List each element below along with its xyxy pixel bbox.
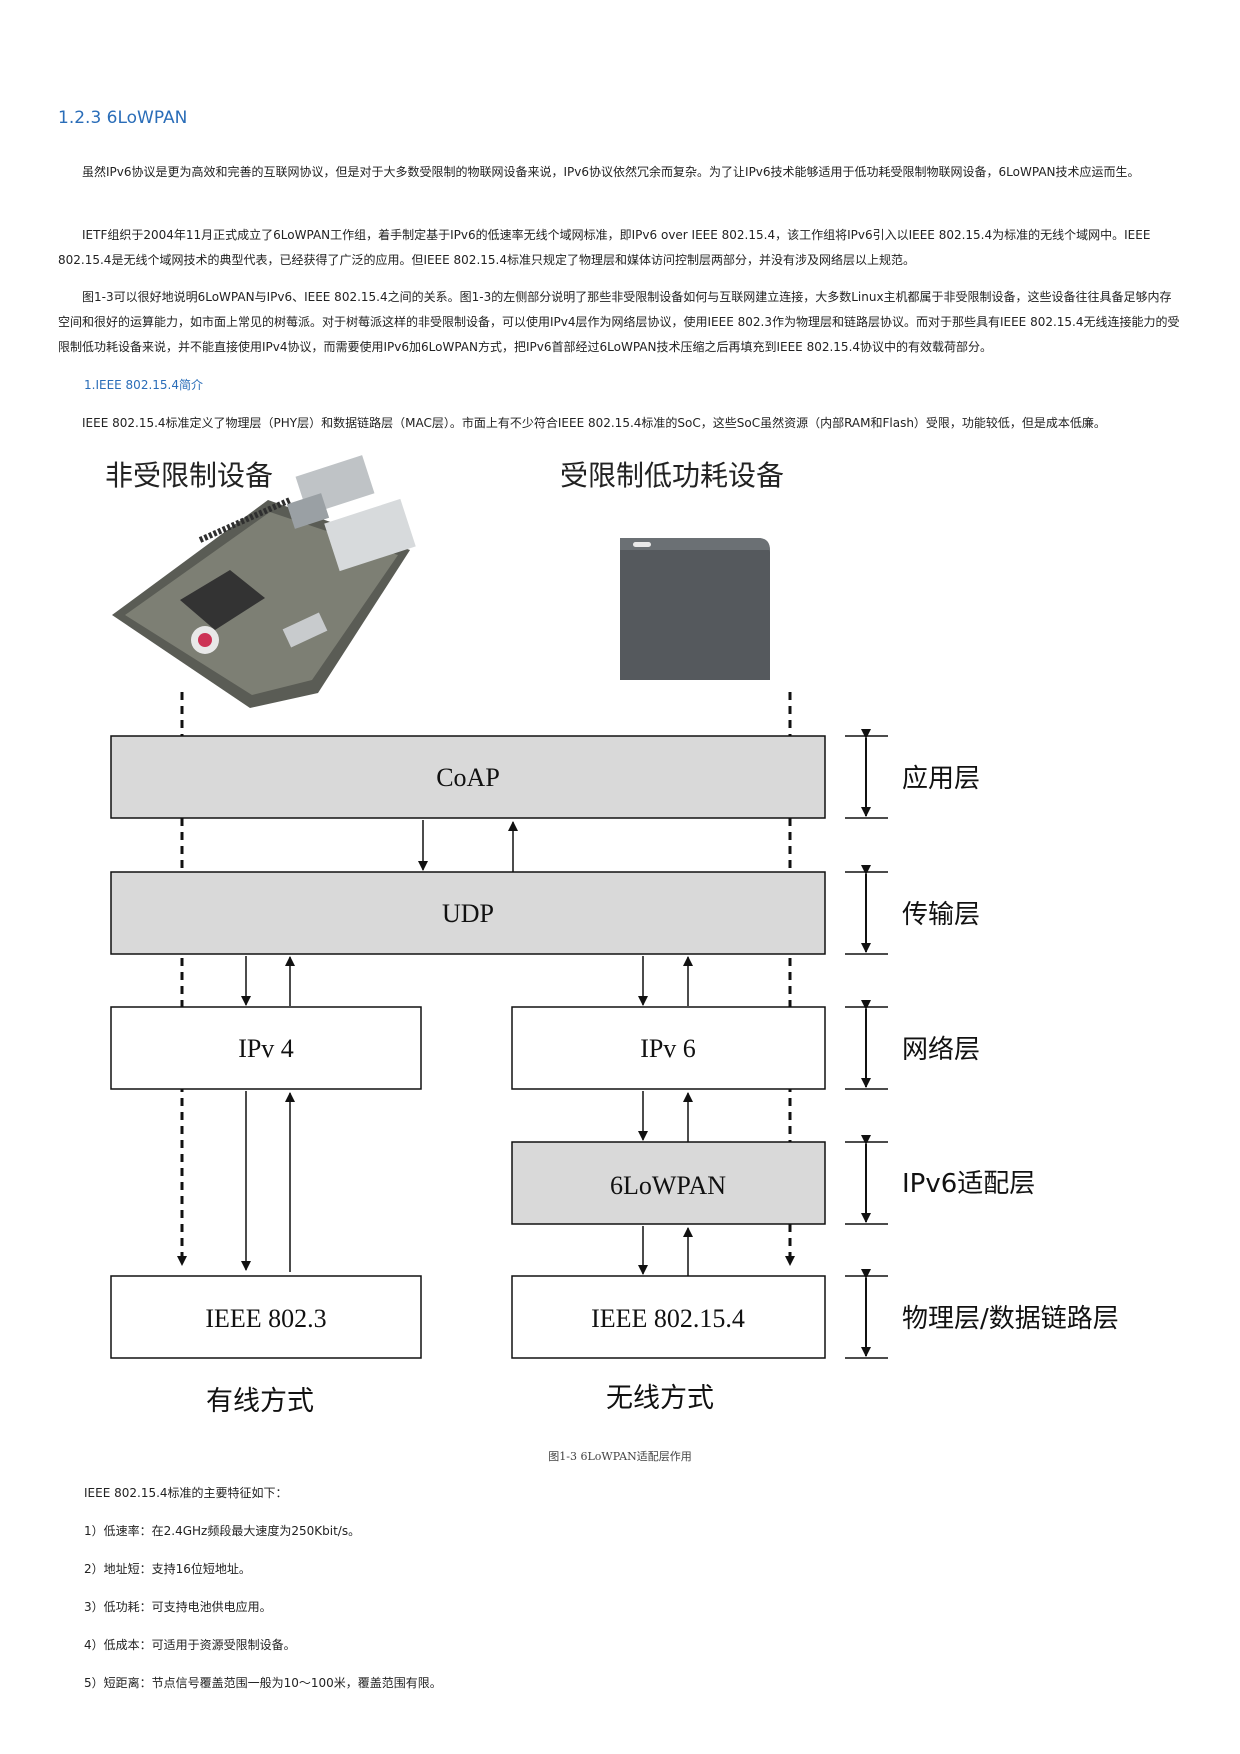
- wireless-label: 无线方式: [606, 1383, 714, 1414]
- ipv6-box: [511, 1006, 826, 1090]
- section-heading: 1.2.3 6LoWPAN: [58, 108, 188, 128]
- paragraph-1: 虽然IPv6协议是更为高效和完善的互联网协议，但是对于大多数受限制的物联网设备来…: [58, 160, 1180, 185]
- ieee8023-label: IEEE 802.3: [205, 1304, 326, 1333]
- intro-paragraph: IEEE 802.15.4标准定义了物理层（PHY层）和数据链路层（MAC层）。…: [58, 411, 1180, 436]
- feature-item: 1）低速率：在2.4GHz频段最大速度为250Kbit/s。: [84, 1524, 361, 1538]
- subsection-heading: 1.IEEE 802.15.4简介: [84, 378, 203, 392]
- sensor-tag-image: [620, 538, 770, 680]
- protocol-stack-diagram: 非受限制设备 受限制低功耗设备 CoAP UDP IPv 4 IPv 6: [105, 455, 1119, 1417]
- ipv6-label: IPv 6: [640, 1034, 696, 1063]
- layer-label-adaptation: IPv6适配层: [902, 1169, 1035, 1199]
- layer-label-physical: 物理层/数据链路层: [902, 1304, 1119, 1334]
- paragraph-3: 图1-3可以很好地说明6LoWPAN与IPv6、IEEE 802.15.4之间的…: [58, 285, 1180, 360]
- feature-item: 4）低成本：可适用于资源受限制设备。: [84, 1638, 296, 1652]
- ieee802154-box: [511, 1275, 826, 1359]
- layer-bracket-network: [845, 1000, 888, 1090]
- wired-label: 有线方式: [206, 1386, 314, 1417]
- left-device-label: 非受限制设备: [105, 459, 273, 492]
- paragraph-2: IETF组织于2004年11月正式成立了6LoWPAN工作组，着手制定基于IPv…: [58, 223, 1180, 273]
- right-device-label: 受限制低功耗设备: [560, 459, 784, 492]
- coap-box: [110, 735, 826, 819]
- figure-caption: 图1-3 6LoWPAN适配层作用: [548, 1450, 692, 1463]
- paragraph-3-text: 图1-3可以很好地说明6LoWPAN与IPv6、IEEE 802.15.4之间的…: [58, 290, 1180, 354]
- coap-label: CoAP: [436, 763, 500, 792]
- paragraph-2-text: IETF组织于2004年11月正式成立了6LoWPAN工作组，着手制定基于IPv…: [58, 228, 1151, 267]
- layer-bracket-transport: [845, 865, 888, 955]
- paragraph-1-text: 虽然IPv6协议是更为高效和完善的互联网协议，但是对于大多数受限制的物联网设备来…: [82, 165, 1140, 179]
- layer-label-transport: 传输层: [902, 900, 980, 930]
- layer-bracket-physical: [845, 1269, 888, 1359]
- sixlowpan-box: [511, 1141, 826, 1225]
- raspberry-pi-image: [112, 455, 416, 708]
- layer-bracket-application: [845, 729, 888, 819]
- layer-label-network: 网络层: [902, 1035, 980, 1065]
- udp-box: [110, 871, 826, 955]
- feature-item: 5）短距离：节点信号覆盖范围一般为10～100米，覆盖范围有限。: [84, 1676, 442, 1690]
- ieee802154-label: IEEE 802.15.4: [591, 1304, 745, 1333]
- intro-paragraph-text: IEEE 802.15.4标准定义了物理层（PHY层）和数据链路层（MAC层）。…: [82, 416, 1106, 430]
- feature-item: 3）低功耗：可支持电池供电应用。: [84, 1600, 272, 1614]
- udp-label: UDP: [442, 899, 494, 928]
- feature-item: 2）地址短：支持16位短地址。: [84, 1562, 251, 1576]
- layer-label-application: 应用层: [902, 764, 980, 794]
- ipv4-box: [110, 1006, 422, 1090]
- features-title: IEEE 802.15.4标准的主要特征如下：: [84, 1486, 288, 1500]
- ipv4-label: IPv 4: [238, 1034, 294, 1063]
- layer-bracket-adaptation: [845, 1135, 888, 1225]
- ieee8023-box: [110, 1275, 422, 1359]
- sixlowpan-label: 6LoWPAN: [610, 1171, 726, 1200]
